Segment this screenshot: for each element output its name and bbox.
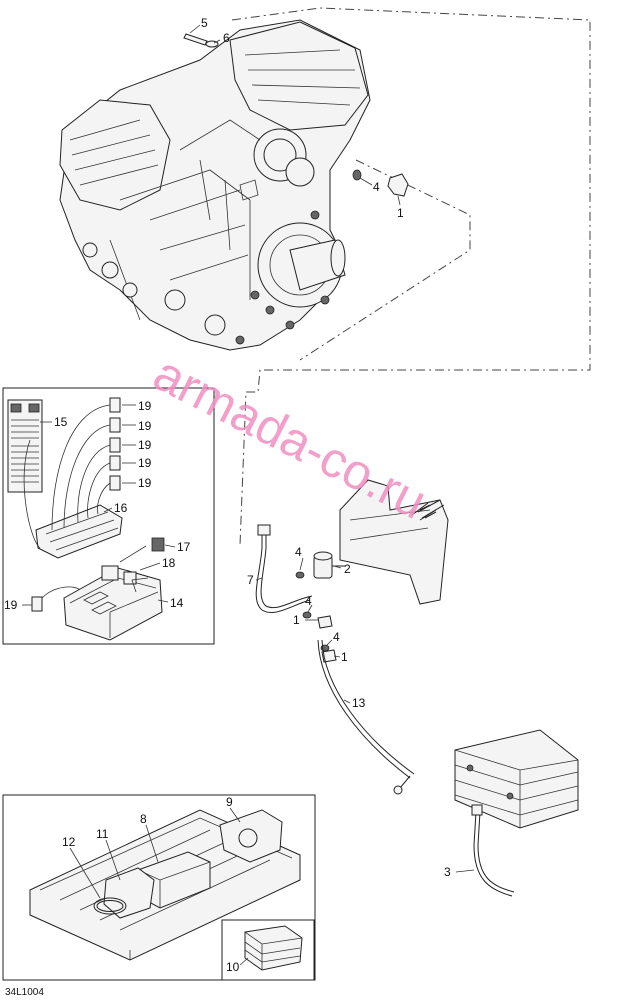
callout-14: 14 — [170, 596, 184, 610]
callout-10: 10 — [226, 960, 240, 974]
callout-6: 6 — [223, 31, 230, 45]
callout-1: 1 — [341, 650, 348, 664]
callout-9: 9 — [226, 795, 233, 809]
callout-1: 1 — [293, 613, 300, 627]
callout-16: 16 — [114, 501, 128, 515]
callout-19: 19 — [138, 476, 152, 490]
callout-1: 1 — [397, 206, 404, 220]
callout-4: 4 — [373, 180, 380, 194]
callout-7: 7 — [247, 573, 254, 587]
callout-4: 4 — [295, 545, 302, 559]
callout-15: 15 — [54, 415, 68, 429]
callout-17: 17 — [177, 540, 191, 554]
callout-numbers: 5 6 4 1 15 19 19 19 19 19 16 17 18 14 19… — [4, 16, 451, 974]
callout-11: 11 — [96, 827, 109, 841]
callout-4: 4 — [305, 594, 312, 608]
callout-19: 19 — [4, 598, 18, 612]
callout-leaders — [22, 24, 475, 966]
callout-5: 5 — [201, 16, 208, 30]
callout-4: 4 — [333, 630, 340, 644]
engine-illustration — [59, 7, 591, 761]
callout-8: 8 — [140, 812, 147, 826]
callout-19: 19 — [138, 399, 152, 413]
callout-2: 2 — [344, 562, 351, 576]
battery-tray-inset — [2, 794, 316, 981]
drawing-code: 34L1004 — [5, 987, 44, 998]
callout-19: 19 — [138, 419, 152, 433]
callout-19: 19 — [138, 438, 152, 452]
callout-19: 19 — [138, 456, 152, 470]
starter-solenoid-and-cables — [255, 479, 579, 897]
callout-18: 18 — [162, 556, 176, 570]
fuse-box-inset — [2, 387, 215, 645]
callout-3: 3 — [444, 865, 451, 879]
callout-13: 13 — [352, 696, 366, 710]
callout-12: 12 — [62, 835, 76, 849]
